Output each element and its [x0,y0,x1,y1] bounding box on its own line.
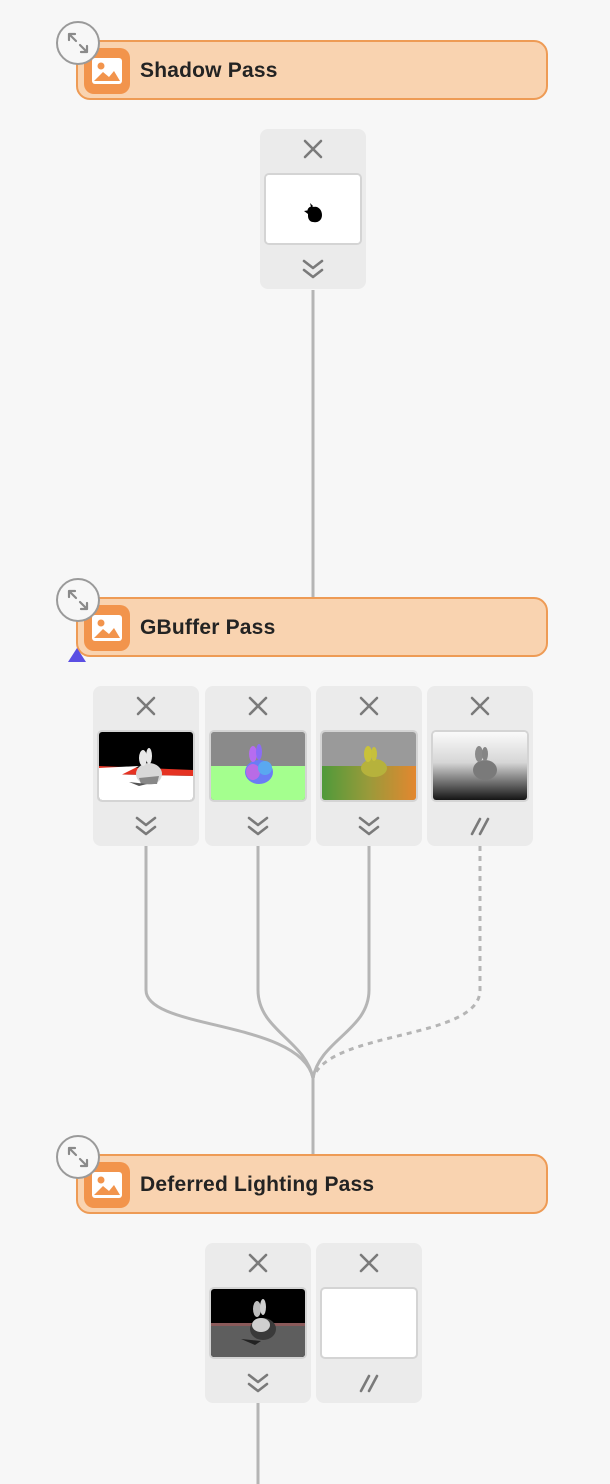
pass-header-deferred-lighting[interactable]: Deferred Lighting Pass [76,1154,548,1214]
double-slash-icon[interactable] [357,1371,381,1395]
expand-arrows-icon[interactable] [56,578,100,622]
chevron-double-down-icon[interactable] [246,1371,270,1395]
expand-arrows-icon[interactable] [56,1135,100,1179]
close-icon[interactable] [357,694,381,718]
pass-title: Shadow Pass [140,59,278,82]
lit-output-thumbnail [209,1287,307,1359]
close-icon[interactable] [134,694,158,718]
image-icon [84,1162,130,1208]
output-tile-position[interactable] [316,686,422,846]
depth-thumbnail [431,730,529,802]
output-tile-shadow-map[interactable] [260,129,366,289]
close-icon[interactable] [468,694,492,718]
pass-title: Deferred Lighting Pass [140,1173,375,1196]
chevron-double-down-icon[interactable] [246,814,270,838]
wire-position [311,846,371,1079]
close-icon[interactable] [246,694,270,718]
close-icon[interactable] [357,1251,381,1275]
close-icon[interactable] [301,137,325,161]
output-tile-empty-output[interactable] [316,1243,422,1403]
output-tile-depth[interactable] [427,686,533,846]
albedo-thumbnail [97,730,195,802]
normal-thumbnail [209,730,307,802]
double-slash-icon[interactable] [468,814,492,838]
warning-triangle-icon[interactable] [68,648,86,662]
output-tile-albedo[interactable] [93,686,199,846]
chevron-double-down-icon[interactable] [357,814,381,838]
output-tile-normal[interactable] [205,686,311,846]
pass-header-gbuffer[interactable]: GBuffer Pass [76,597,548,657]
pass-header-shadow[interactable]: Shadow Pass [76,40,548,100]
wire-depth [311,846,482,1079]
output-tile-lit-output[interactable] [205,1243,311,1403]
wire-normal [256,846,315,1079]
wire-albedo [144,846,315,1079]
shadow-map-thumbnail [264,173,362,245]
empty-output-thumbnail [320,1287,418,1359]
expand-arrows-icon[interactable] [56,21,100,65]
image-icon [84,48,130,94]
close-icon[interactable] [246,1251,270,1275]
pass-title: GBuffer Pass [140,616,276,639]
chevron-double-down-icon[interactable] [301,257,325,281]
chevron-double-down-icon[interactable] [134,814,158,838]
position-thumbnail [320,730,418,802]
